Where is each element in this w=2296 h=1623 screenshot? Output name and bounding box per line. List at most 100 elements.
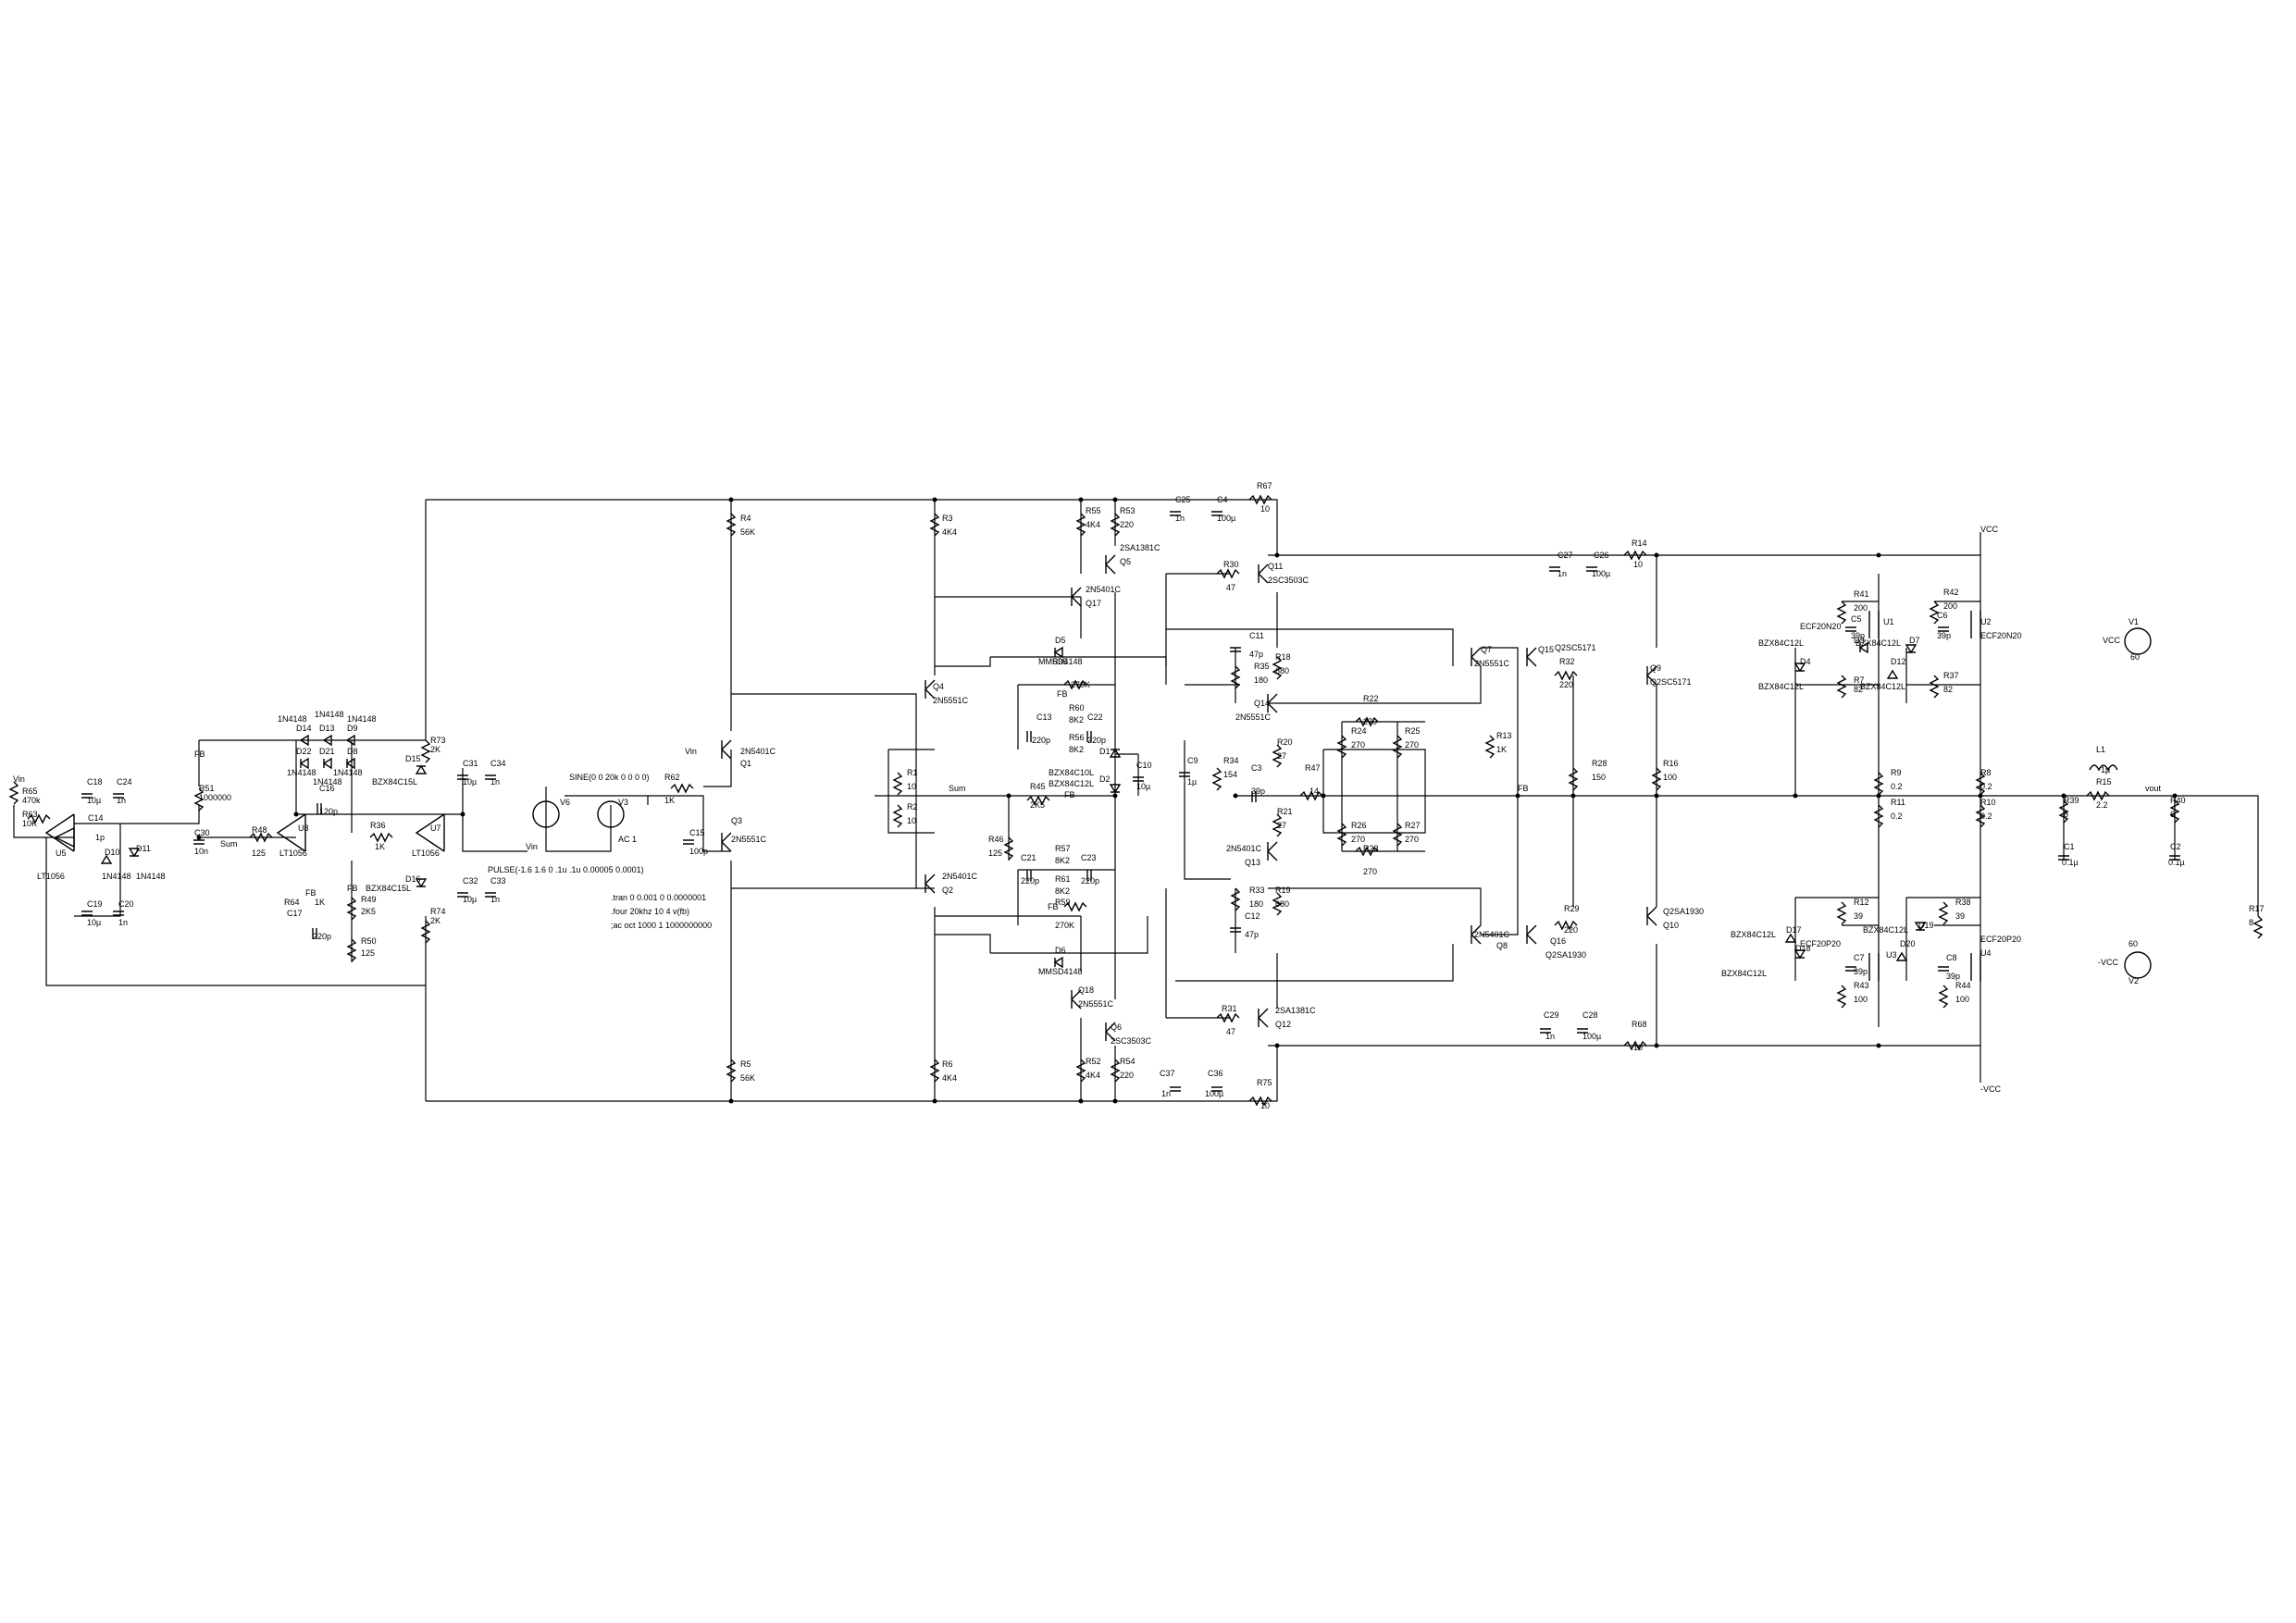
component-label: R50 [361, 936, 377, 946]
component-label: 1N4148 [102, 872, 131, 881]
component-label: C21 [1021, 853, 1036, 862]
component-label: R33 [1249, 886, 1265, 895]
component-label: D19 [1918, 921, 1934, 930]
component-label: 125 [988, 849, 1002, 858]
component-label: 125 [252, 849, 266, 858]
component-label: 100µ [1592, 569, 1610, 578]
component-label: R60 [1069, 703, 1085, 712]
component-label: R11 [1891, 798, 1905, 807]
component-label: Q2SA1930 [1545, 950, 1586, 960]
component-label: 1n [118, 918, 128, 927]
component-label: D6 [1055, 946, 1066, 955]
component-label: C36 [1208, 1069, 1223, 1078]
component-label: R13 [1496, 731, 1512, 740]
component-label: 270K [1071, 680, 1090, 689]
component-label: 1n [1175, 514, 1185, 523]
component-label: 200 [1943, 601, 1957, 611]
component-label: 180 [1254, 675, 1268, 685]
component-label: L1 [2096, 745, 2105, 754]
component-label: D12 [1891, 657, 1906, 666]
component-label: Q16 [1550, 936, 1566, 946]
component-label: R34 [1223, 756, 1239, 765]
component-label: Q18 [1078, 985, 1094, 995]
component-label: 4K4 [1086, 520, 1100, 529]
component-label: 8 [2064, 810, 2068, 819]
component-label: 1n [1558, 569, 1567, 578]
component-label: D1 [1099, 747, 1111, 756]
component-label: R28 [1592, 759, 1607, 768]
component-label: U2 [1980, 617, 1992, 626]
component-label: BZX84C12L [1758, 682, 1804, 691]
component-label: C2 [2170, 842, 2181, 851]
component-label: Q4 [933, 682, 944, 691]
component-label: R20 [1277, 737, 1293, 747]
component-label: 154 [1223, 770, 1237, 779]
component-label: 220 [1564, 925, 1578, 935]
component-label: Sum [220, 839, 238, 849]
component-label: Q6 [1111, 1022, 1122, 1032]
component-label: R35 [1052, 657, 1068, 666]
component-label: R68 [1632, 1020, 1647, 1029]
component-label: C11 [1249, 631, 1264, 640]
component-label: 200 [1854, 603, 1868, 613]
component-label: 0.2 [1980, 812, 1992, 821]
component-label: R48 [252, 825, 267, 835]
component-label: 8K2 [1055, 856, 1070, 865]
component-label: C33 [490, 876, 506, 886]
component-label: R1 [907, 768, 918, 777]
component-label: C12 [1245, 911, 1260, 921]
component-label: 2N5401C [740, 747, 776, 756]
component-label: 1K [664, 796, 675, 805]
component-label: R30 [1223, 560, 1239, 569]
component-label: BZX84C12L [1855, 638, 1901, 648]
component-label: R67 [1257, 481, 1272, 490]
component-label: D7 [1909, 636, 1920, 645]
component-label: Q14 [1254, 699, 1270, 708]
component-label: D5 [1055, 636, 1066, 645]
component-label: R51 [199, 784, 215, 793]
component-label: 10µ [463, 895, 477, 904]
component-label: D8 [347, 747, 358, 756]
component-label: 10µ [87, 796, 101, 805]
component-label: 220p [1081, 876, 1099, 886]
component-label: 39 [1854, 911, 1863, 921]
component-label: R14 [1632, 539, 1647, 548]
component-label: R38 [1955, 898, 1971, 907]
component-label: 100p [689, 847, 708, 856]
component-label: R53 [1120, 506, 1136, 515]
component-label: 39p [1854, 967, 1868, 976]
component-label: 0.1µ [2062, 858, 2079, 867]
component-label: C17 [287, 909, 303, 918]
component-label: 10 [1633, 560, 1643, 569]
component-label: C19 [87, 899, 103, 909]
component-label: R22 [1363, 694, 1379, 703]
component-label: 2N5401C [1086, 585, 1122, 594]
component-label: U8 [298, 824, 309, 833]
component-label: BZX84C12L [1721, 969, 1767, 978]
component-label: R25 [1405, 726, 1421, 736]
component-label: BZX84C12L [1049, 779, 1094, 788]
component-label: C34 [490, 759, 506, 768]
component-label: C37 [1160, 1069, 1175, 1078]
component-label: 2SA1381C [1275, 1006, 1316, 1015]
component-label: 1N4148 [315, 710, 344, 719]
component-label: 1µ [2101, 765, 2110, 774]
component-label: Q3 [731, 816, 742, 825]
component-label: 270 [1405, 835, 1419, 844]
component-label: C18 [87, 777, 103, 787]
component-label: 220p [313, 932, 331, 941]
component-label: R46 [988, 835, 1004, 844]
component-label: 10n [194, 847, 208, 856]
component-label: Q13 [1245, 858, 1260, 867]
component-label: D14 [296, 724, 312, 733]
component-label: C27 [1558, 551, 1573, 560]
component-label: 1N4148 [278, 714, 307, 724]
component-label: 150 [1592, 773, 1606, 782]
component-label: R49 [361, 895, 377, 904]
component-label: VCC [2103, 636, 2121, 645]
component-label: Sum [949, 784, 966, 793]
component-label: 0.2 [1891, 812, 1903, 821]
component-label: C8 [1946, 953, 1957, 962]
component-label: R24 [1351, 726, 1367, 736]
component-label: -VCC [1980, 1084, 2001, 1094]
